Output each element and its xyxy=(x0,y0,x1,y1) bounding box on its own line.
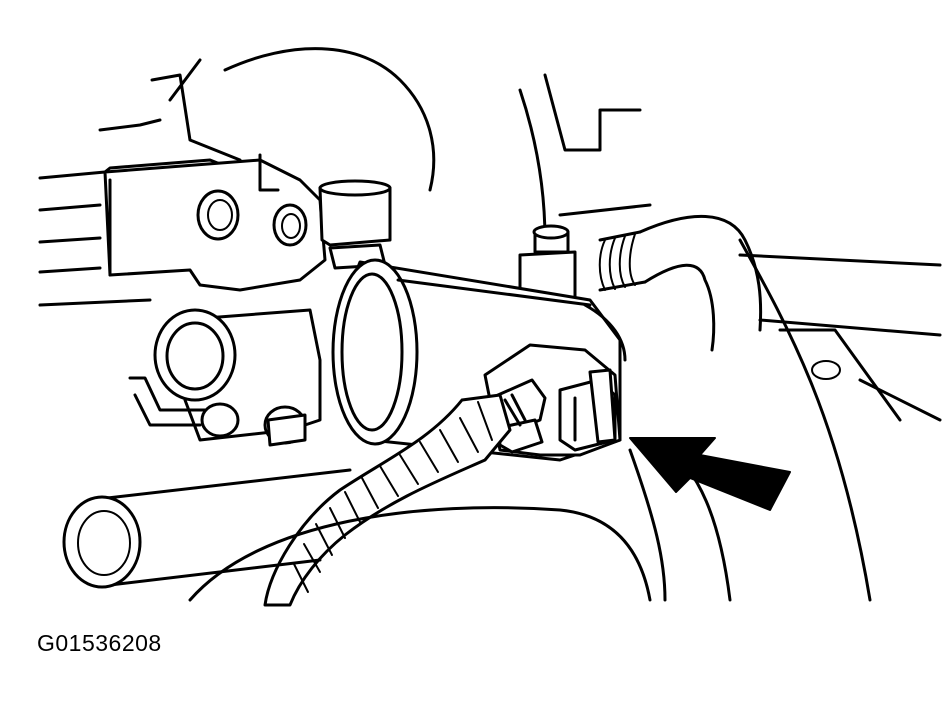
engine-background-outline xyxy=(38,47,942,602)
coolant-outlet-pipe xyxy=(128,308,322,447)
thermostat-housing xyxy=(103,158,392,292)
electrical-connector xyxy=(483,343,622,457)
indicator-arrow xyxy=(629,437,791,511)
figure-code-label: G01536208 xyxy=(37,630,162,656)
coolant-hose-upper xyxy=(598,215,763,352)
coolant-hose-lower xyxy=(62,468,652,602)
